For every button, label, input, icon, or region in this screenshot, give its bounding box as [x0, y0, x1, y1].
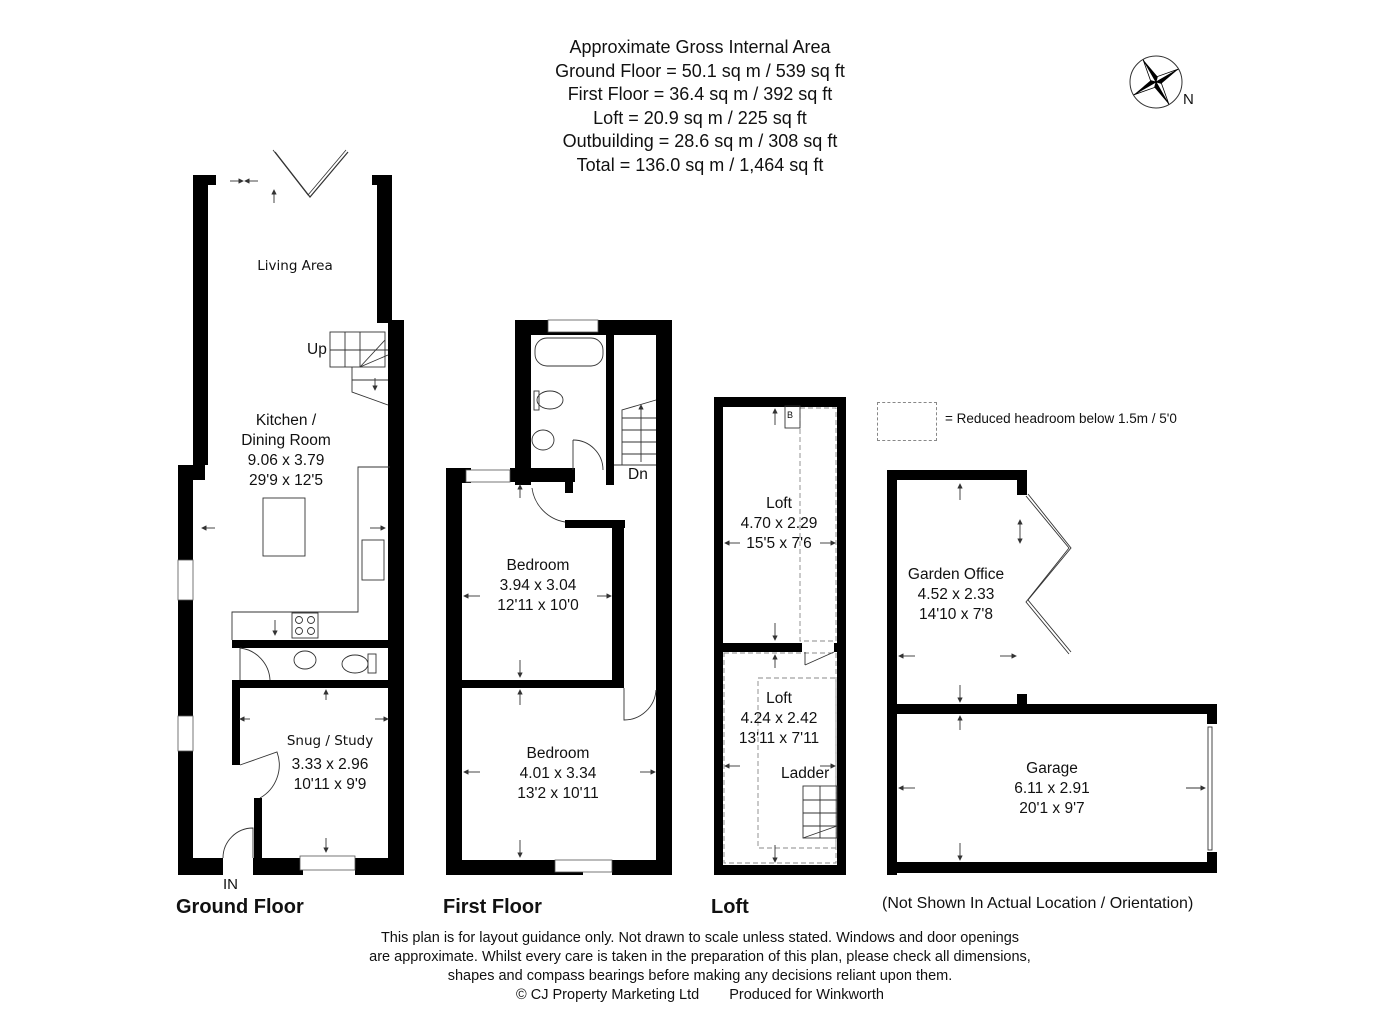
loft2-metric: 4.24 x 2.42	[740, 710, 818, 727]
snug-metric: 3.33 x 2.96	[291, 756, 369, 773]
bedroom2-metric: 4.01 x 3.34	[519, 765, 597, 782]
floor-title-ground: Ground Floor	[176, 896, 304, 918]
reduced-headroom-legend-swatch	[877, 402, 937, 441]
stairs-up-label: Up	[307, 341, 327, 358]
room-label-garage: Garage 6.11 x 2.91 20'1 x 9'7	[1014, 759, 1090, 819]
room-label-living-area: Living Area	[257, 258, 333, 274]
garage-name: Garage	[1026, 760, 1078, 777]
loft2-imperial: 13'11 x 7'11	[738, 730, 820, 747]
room-label-bedroom-2: Bedroom 4.01 x 3.34 13'2 x 10'11	[517, 744, 598, 804]
room-label-loft-1: Loft 4.70 x 2.29 15'5 x 7'6	[741, 494, 818, 554]
loft2-name: Loft	[766, 690, 792, 707]
garden-office-metric: 4.52 x 2.33	[917, 586, 995, 603]
snug-imperial: 10'11 x 9'9	[293, 776, 367, 793]
bedroom1-name: Bedroom	[506, 557, 570, 574]
bedroom1-imperial: 12'11 x 10'0	[497, 597, 579, 614]
bedroom2-name: Bedroom	[526, 745, 590, 762]
compass-north-label: N	[1183, 91, 1194, 108]
room-label-loft-2: Loft 4.24 x 2.42 13'11 x 7'11	[739, 689, 819, 749]
copyright-text: © CJ Property Marketing Ltd	[516, 987, 700, 1003]
kitchen-metric: 9.06 x 3.79	[247, 452, 325, 469]
area-total: Total = 136.0 sq m / 1,464 sq ft	[576, 154, 824, 175]
garden-office-name: Garden Office	[907, 566, 1005, 583]
reduced-headroom-legend-text: = Reduced headroom below 1.5m / 5'0	[945, 411, 1177, 426]
credit-line: © CJ Property Marketing Ltd Produced for…	[300, 986, 1100, 1005]
floor-title-first: First Floor	[443, 896, 542, 918]
area-outbuilding: Outbuilding = 28.6 sq m / 308 sq ft	[562, 131, 838, 152]
floor-title-loft: Loft	[711, 896, 749, 918]
outbuilding-location-note: (Not Shown In Actual Location / Orientat…	[882, 895, 1194, 912]
loft1-metric: 4.70 x 2.29	[740, 515, 818, 532]
entrance-label: IN	[223, 876, 238, 893]
produced-for-text: Produced for Winkworth	[729, 987, 884, 1003]
area-summary: Approximate Gross Internal Area Ground F…	[450, 36, 950, 178]
kitchen-imperial: 29'9 x 12'5	[248, 472, 324, 489]
kitchen-name-line2: Dining Room	[241, 432, 331, 449]
boiler-label: B	[787, 410, 794, 420]
disclaimer-line-1: This plan is for layout guidance only. N…	[380, 930, 1020, 946]
room-label-bedroom-1: Bedroom 3.94 x 3.04 12'11 x 10'0	[497, 556, 578, 616]
area-ground-floor: Ground Floor = 50.1 sq m / 539 sq ft	[555, 60, 845, 81]
garage-imperial: 20'1 x 9'7	[1019, 800, 1085, 817]
compass-rose-icon	[1129, 55, 1183, 109]
snug-name: Snug / Study	[286, 733, 374, 749]
garden-office-imperial: 14'10 x 7'8	[918, 606, 993, 623]
room-label-kitchen-dining: Kitchen / Dining Room 9.06 x 3.79 29'9 x…	[241, 411, 331, 491]
kitchen-name-line1: Kitchen /	[255, 412, 317, 429]
loft1-imperial: 15'5 x 7'6	[746, 535, 812, 552]
room-label-snug-study: Snug / Study 3.33 x 2.96 10'11 x 9'9	[287, 731, 373, 795]
area-first-floor: First Floor = 36.4 sq m / 392 sq ft	[567, 84, 833, 105]
bedroom1-metric: 3.94 x 3.04	[499, 577, 577, 594]
ladder-label: Ladder	[781, 765, 830, 782]
area-summary-title: Approximate Gross Internal Area	[569, 37, 831, 57]
stairs-down-label: Dn	[628, 466, 648, 483]
garage-metric: 6.11 x 2.91	[1014, 780, 1090, 797]
area-loft: Loft = 20.9 sq m / 225 sq ft	[593, 107, 807, 128]
disclaimer-line-2: are approximate. Whilst every care is ta…	[369, 949, 1031, 965]
disclaimer-line-3: shapes and compass bearings before makin…	[447, 968, 953, 984]
loft1-name: Loft	[766, 495, 792, 512]
disclaimer-footer: This plan is for layout guidance only. N…	[300, 929, 1100, 1005]
bedroom2-imperial: 13'2 x 10'11	[517, 785, 599, 802]
room-label-garden-office: Garden Office 4.52 x 2.33 14'10 x 7'8	[908, 565, 1004, 625]
